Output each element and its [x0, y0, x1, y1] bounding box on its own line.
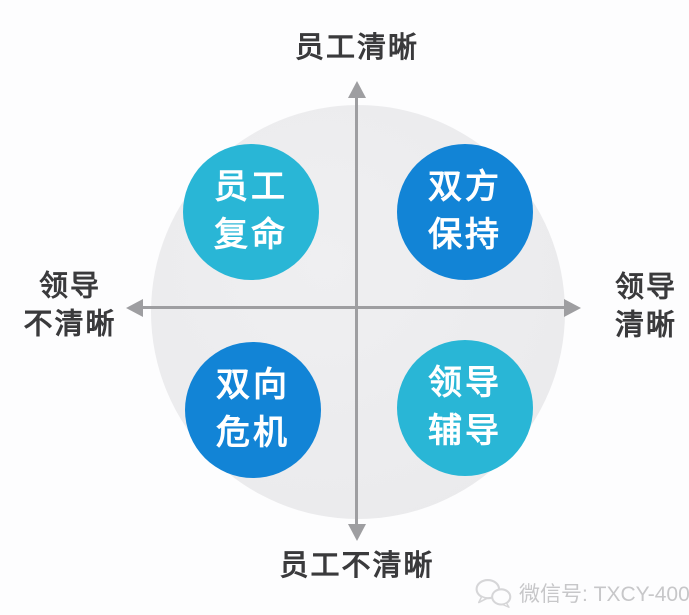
quadrant-label-line2: 辅导: [428, 412, 502, 450]
arrow-right-icon: [564, 298, 581, 317]
axis-label-left-line2: 不清晰: [23, 308, 117, 340]
quadrant-circle-bottom-right: 领导 辅导: [397, 340, 533, 476]
axis-label-left-line1: 领导: [38, 270, 102, 303]
axis-label-bottom: 员工不清晰: [279, 550, 435, 582]
arrow-left-icon: [126, 298, 143, 317]
arrow-down-icon: [348, 524, 366, 541]
arrow-up-icon: [348, 81, 366, 98]
axis-label-top: 员工清晰: [294, 32, 420, 64]
quadrant-label-line1: 领导: [428, 364, 502, 403]
quadrant-label-line2: 保持: [428, 216, 502, 254]
watermark: 微信号: TXCY-400800: [474, 577, 689, 609]
vertical-axis-line: [355, 95, 358, 527]
quadrant-label-line2: 危机: [216, 414, 290, 452]
quadrant-label-line1: 双向: [216, 366, 290, 405]
quadrant-circle-bottom-left: 双向 危机: [185, 342, 321, 478]
wechat-icon: [475, 579, 512, 608]
axis-label-right-line1: 领导: [614, 271, 678, 304]
quadrant-circle-top-right: 双方 保持: [397, 144, 533, 280]
axis-label-right: 领导 清晰: [615, 269, 677, 344]
horizontal-axis-line: [139, 306, 567, 309]
quadrant-label-line1: 员工: [214, 168, 288, 207]
quadrant-circle-top-left: 员工 复命: [183, 144, 319, 280]
axis-label-right-line2: 清晰: [614, 309, 678, 341]
watermark-text: 微信号: TXCY-400800: [519, 583, 689, 606]
quadrant-label-line2: 复命: [214, 216, 288, 254]
axis-label-left: 领导 不清晰: [23, 268, 116, 343]
quadrant-label-line1: 双方: [428, 168, 502, 207]
